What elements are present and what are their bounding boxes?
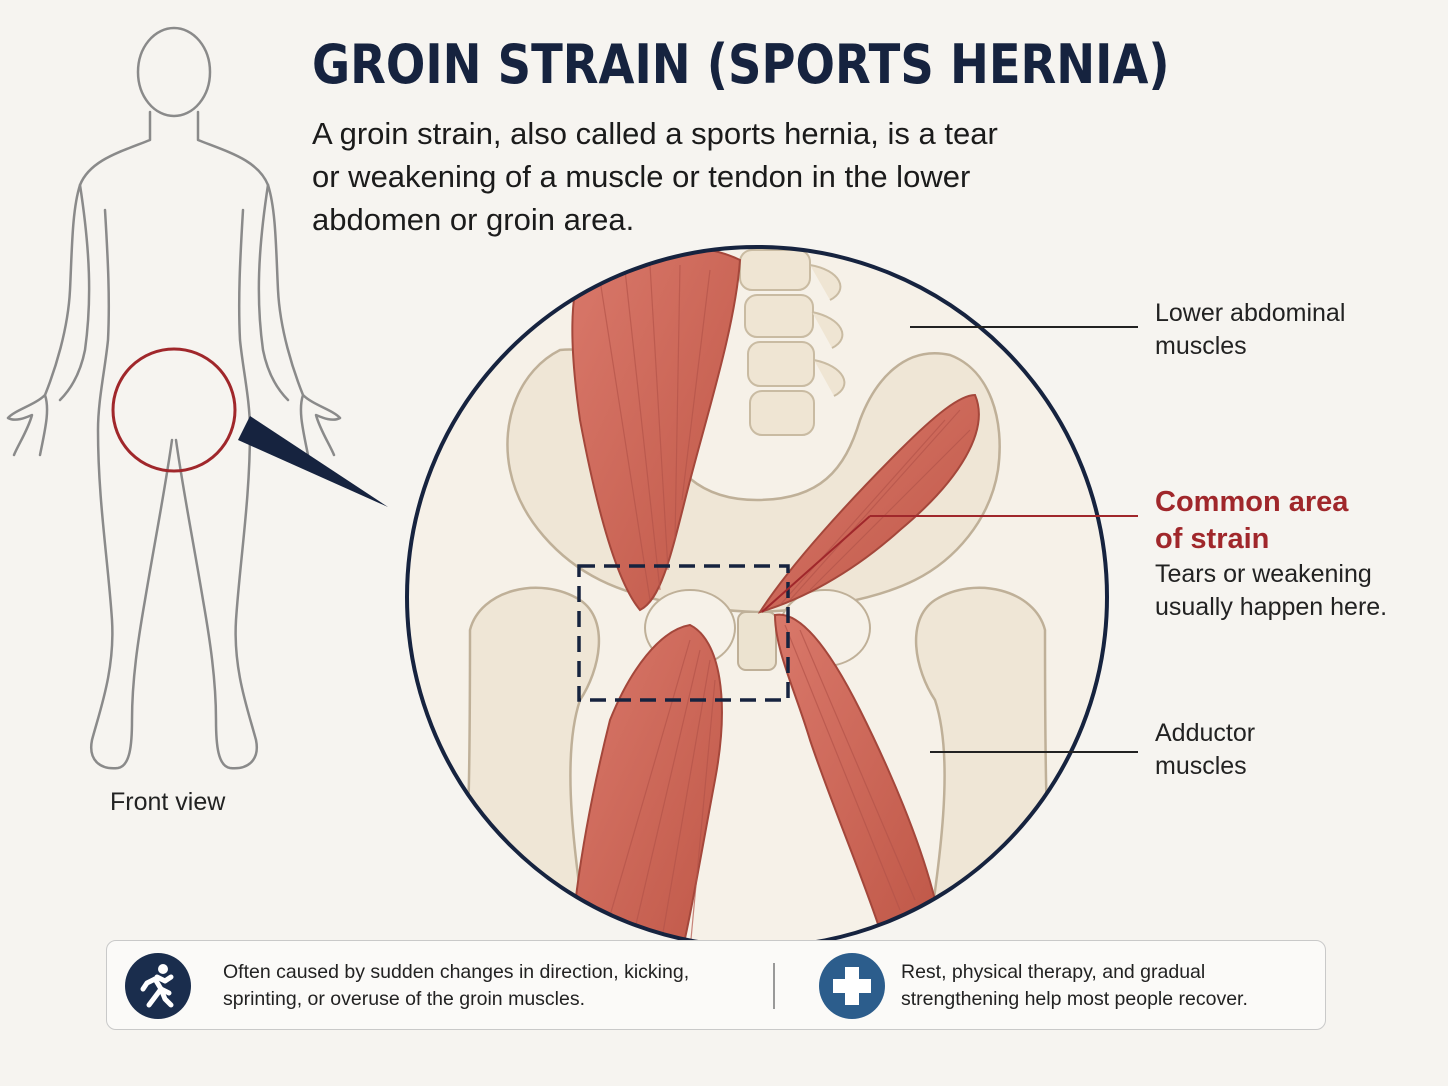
running-person-icon [125, 953, 191, 1019]
info-bar: Often caused by sudden changes in direct… [106, 940, 1326, 1030]
lower-abdominal-line1: Lower abdominal [1155, 299, 1346, 327]
adductor-line1: Adductor [1155, 719, 1256, 747]
strain-title-line2: of strain [1155, 523, 1270, 555]
zoom-pointer [238, 416, 388, 507]
treatment-text: Rest, physical therapy, and gradual stre… [901, 961, 1248, 1010]
intro-text: A groin strain, also called a sports her… [312, 116, 998, 237]
lower-abdominal-callout: Lower abdominal muscles [1155, 297, 1345, 363]
strain-leader-diag [761, 515, 871, 613]
body-outline [6, 26, 342, 770]
adductor-line2: muscles [1155, 752, 1247, 780]
front-view-label: Front view [110, 788, 226, 816]
page-title: GROIN STRAIN (SPORTS HERNIA) [312, 33, 1170, 96]
info-divider [773, 963, 775, 1009]
strain-desc-line1: Tears or weakening [1155, 560, 1372, 588]
groin-marker-circle [111, 347, 237, 473]
medical-cross-icon [819, 953, 885, 1019]
lower-abdominal-line2: muscles [1155, 332, 1247, 360]
strain-title-line1: Common area [1155, 486, 1349, 518]
adductor-callout: Adductor muscles [1155, 717, 1255, 783]
strain-callout: Common area of strain Tears or weakening… [1155, 484, 1387, 624]
cause-text: Often caused by sudden changes in direct… [223, 961, 690, 1010]
strain-box [577, 564, 790, 702]
pelvis-illustration [407, 247, 1107, 947]
strain-desc-line2: usually happen here. [1155, 593, 1388, 621]
